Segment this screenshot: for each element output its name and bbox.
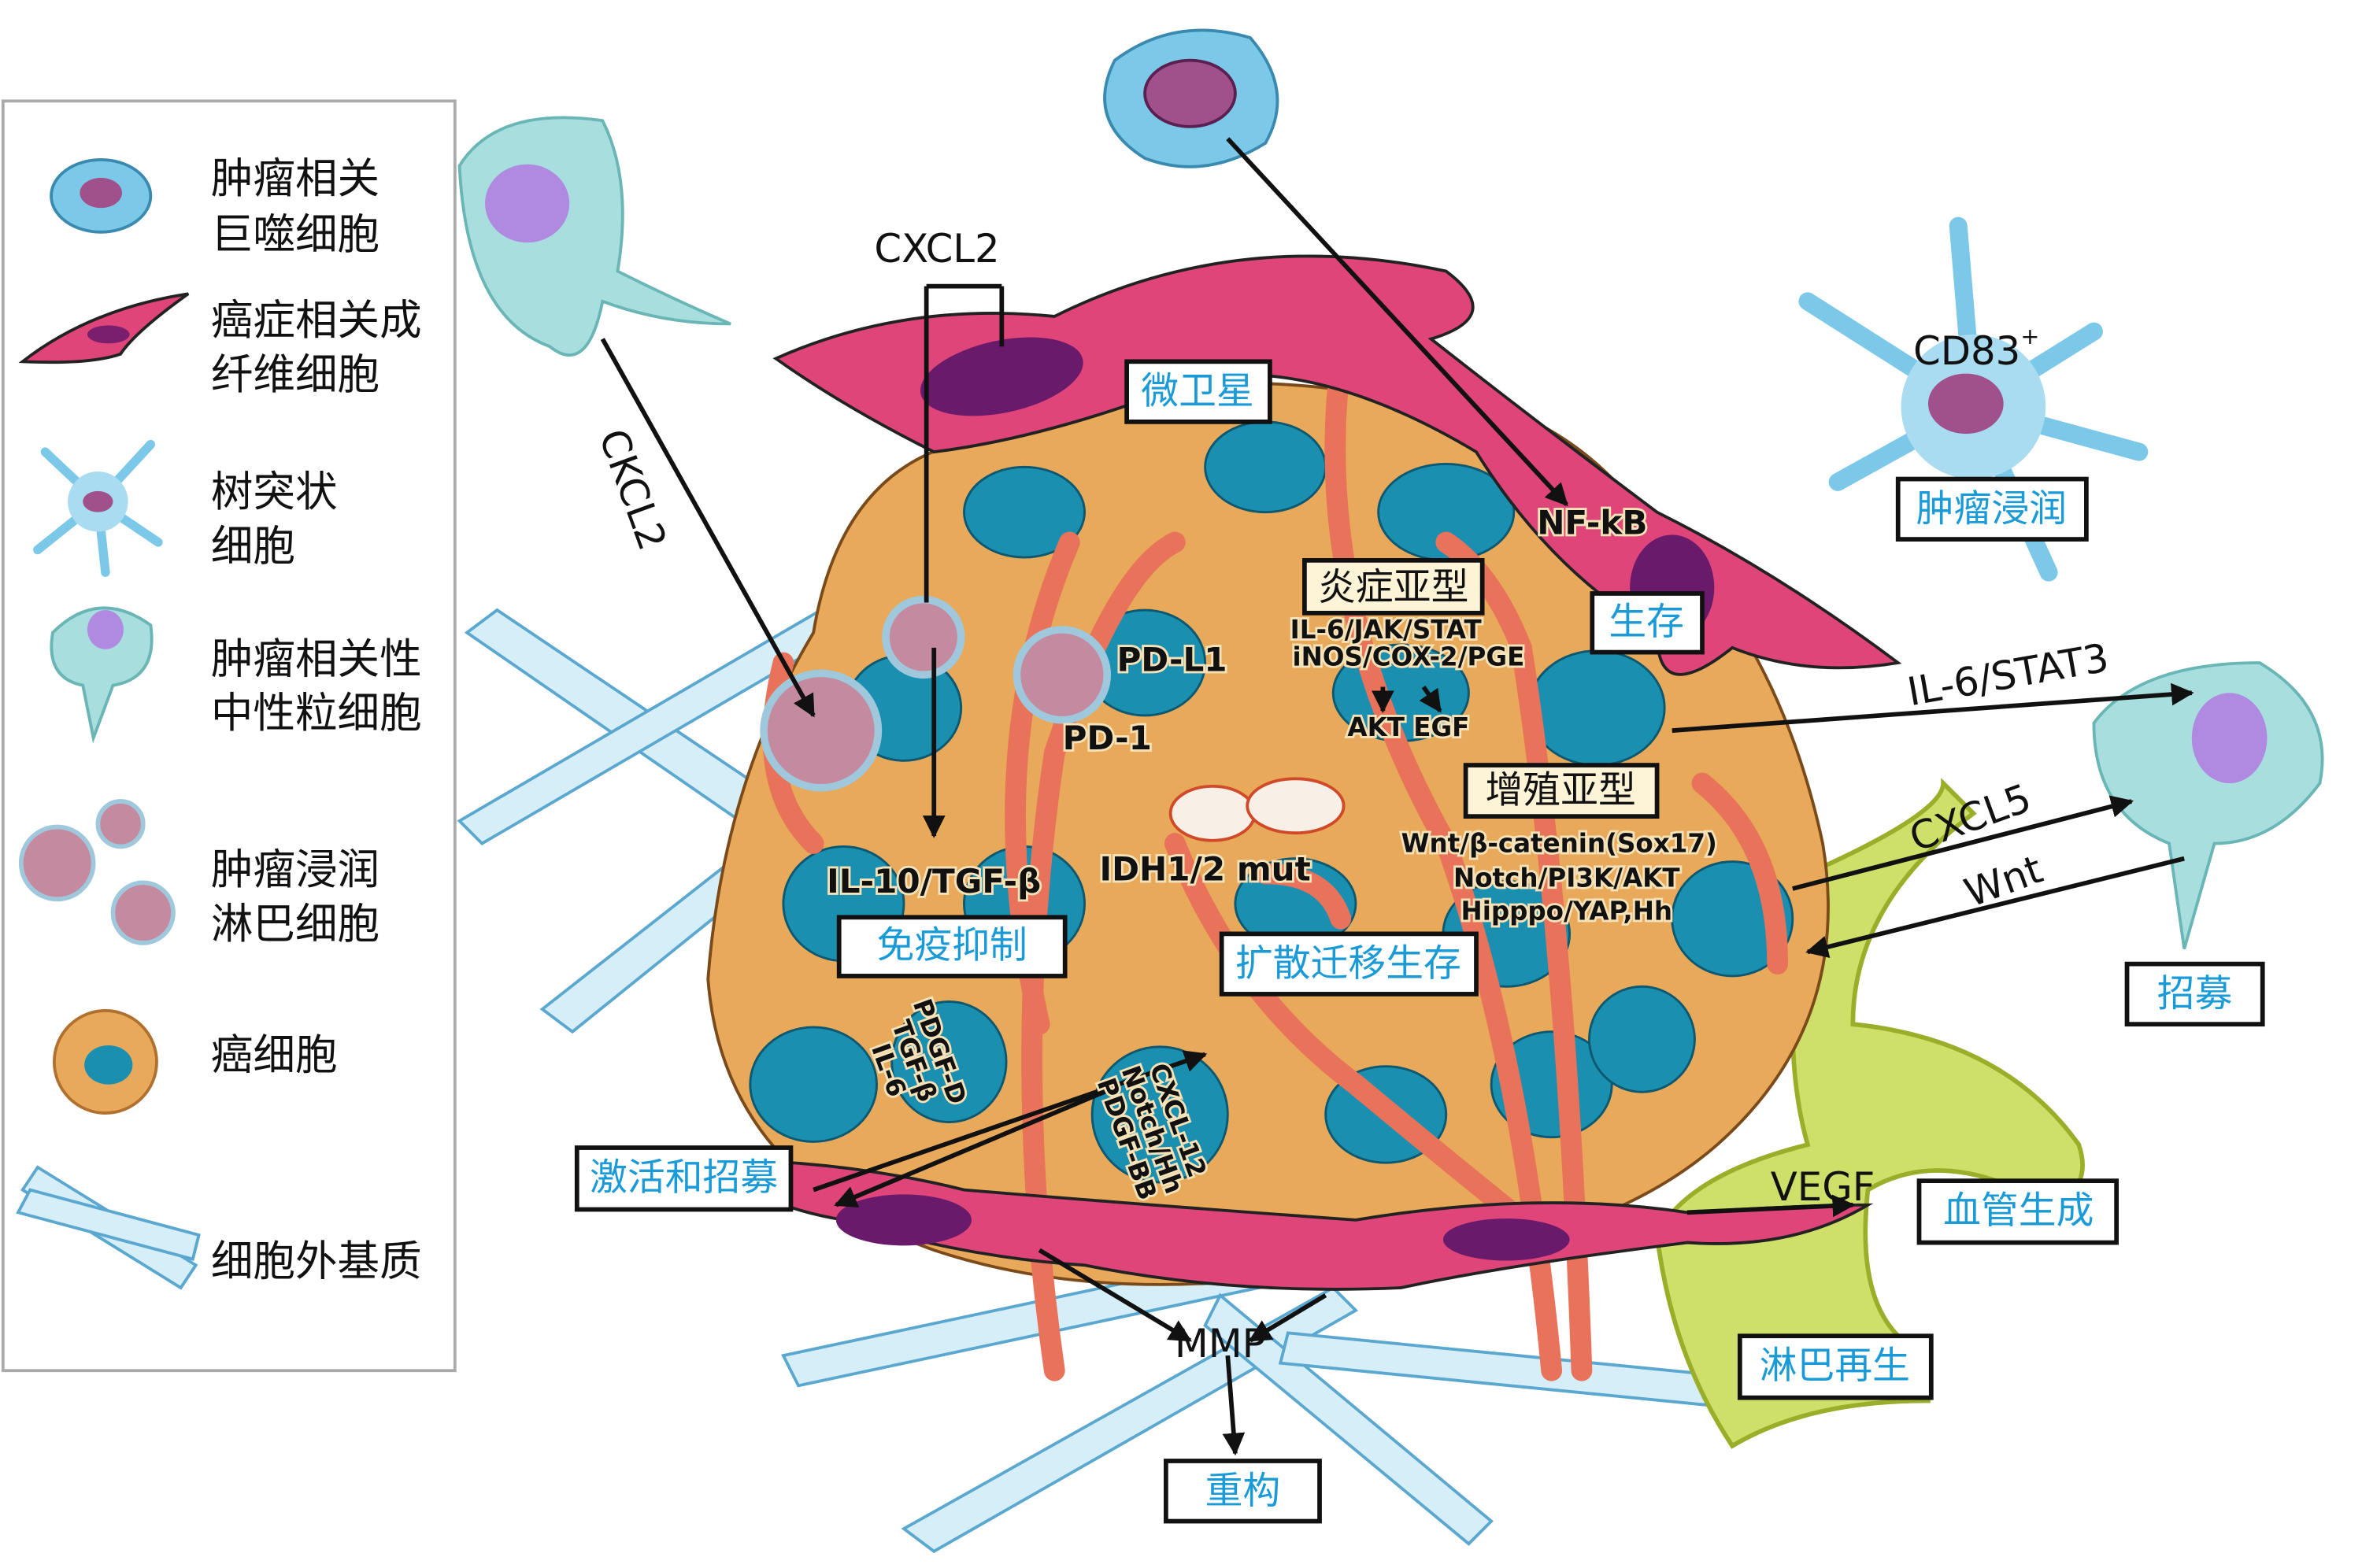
box-remodeling: 重构 — [1163, 1459, 1322, 1524]
inflammatory-pathway: iNOS/COX-2/PGE — [1293, 642, 1525, 671]
box-label: 激活和招募 — [590, 1156, 778, 1200]
box-label: 扩散迁移生存 — [1235, 942, 1461, 986]
box-immunosuppression: 免疫抑制 — [836, 915, 1068, 978]
box-recruitment: 招募 — [2124, 961, 2265, 1027]
box-survival: 生存 — [1590, 591, 1705, 655]
il10-tgfb-label: IL-10/TGF-β — [827, 862, 1041, 900]
proliferative-pathway: Hipppo/YAP,Hh — [1461, 897, 1673, 926]
fibroblast-icon — [18, 292, 190, 364]
legend-label: 癌细胞 — [211, 1030, 338, 1080]
lymphatic-vessel — [1654, 778, 2085, 1449]
box-inflammatory-subtype: 炎症亚型 — [1302, 558, 1485, 616]
box-label: 炎症亚型 — [1318, 566, 1468, 609]
arrows — [600, 137, 2194, 1456]
dendritic-cell-icon — [33, 439, 163, 577]
legend-label: 纤维细胞 — [211, 349, 379, 399]
box-tumor-infiltration: 肿瘤浸润 — [1895, 476, 2089, 542]
lymphocyte-icon — [18, 799, 176, 945]
legend: 肿瘤相关 巨噬细胞 癌症相关成 纤维细胞 树突状 细胞 肿瘤相关性 中性粒细胞 … — [1, 99, 457, 1373]
neutrophil-top-left — [457, 116, 731, 357]
vegf-label: VEGF — [1771, 1164, 1875, 1210]
box-label: 重构 — [1205, 1470, 1281, 1513]
pd1-label: PD-1 — [1063, 719, 1152, 757]
legend-label: 树突状 — [211, 467, 338, 516]
pdl1-label: PD-L1 — [1116, 641, 1227, 679]
inflammatory-pathway: AKT EGF — [1347, 712, 1469, 742]
extracellular-matrix-icon — [16, 1165, 201, 1290]
cancer-cell-icon — [52, 1009, 158, 1115]
box-label: 肿瘤浸润 — [1916, 487, 2067, 531]
nfkb-label: NF-kB — [1537, 504, 1647, 542]
cd83-label: CD83+ — [1913, 323, 2039, 374]
box-label: 血管生成 — [1943, 1189, 2094, 1233]
legend-label: 肿瘤相关性 — [211, 634, 422, 683]
legend-label: 癌症相关成 — [211, 295, 422, 345]
proliferative-pathway: Wnt/β-catenin(Sox17) — [1401, 829, 1717, 859]
box-label: 微卫星 — [1141, 370, 1254, 413]
mmp-label: MMP — [1175, 1321, 1266, 1366]
box-label: 增殖亚型 — [1485, 769, 1635, 812]
legend-label: 淋巴细胞 — [211, 899, 379, 949]
box-label: 免疫抑制 — [877, 924, 1027, 967]
box-microsatellite: 微卫星 — [1124, 359, 1272, 424]
tumor-mass — [706, 381, 1830, 1286]
idh-label: IDH1/2 mut — [1099, 850, 1310, 889]
neutrophil-right — [2092, 661, 2324, 950]
box-label: 淋巴再生 — [1760, 1344, 1910, 1388]
legend-label: 细胞外基质 — [211, 1237, 422, 1286]
legend-label: 巨噬细胞 — [211, 209, 379, 259]
macrophage-icon — [50, 158, 153, 234]
inflammatory-pathway: IL-6/JAK/STAT — [1290, 615, 1482, 645]
box-spread-migration-survival: 扩散迁移生存 — [1219, 931, 1479, 997]
lymphocytes — [760, 595, 1112, 792]
macrophage — [1103, 28, 1279, 168]
legend-frame — [1, 99, 457, 1373]
box-activation-recruitment: 激活和招募 — [574, 1145, 794, 1212]
legend-label: 中性粒细胞 — [211, 688, 422, 738]
box-lymphangiogenesis: 淋巴再生 — [1737, 1333, 1934, 1400]
legend-label: 肿瘤相关 — [211, 153, 379, 203]
box-angiogenesis: 血管生成 — [1916, 1178, 2120, 1245]
box-proliferative-subtype: 增殖亚型 — [1463, 763, 1660, 819]
box-label: 生存 — [1609, 601, 1684, 644]
cxcl2-label: CXCL2 — [874, 226, 999, 272]
legend-label: 肿瘤浸润 — [211, 845, 379, 894]
legend-label: 细胞 — [211, 521, 295, 571]
cxcl5-label: CXCL5 — [1904, 775, 2037, 861]
proliferative-pathway: Notch/PI3K/AKT — [1453, 864, 1680, 893]
neutrophil-icon — [50, 606, 154, 744]
box-label: 招募 — [2157, 972, 2233, 1015]
